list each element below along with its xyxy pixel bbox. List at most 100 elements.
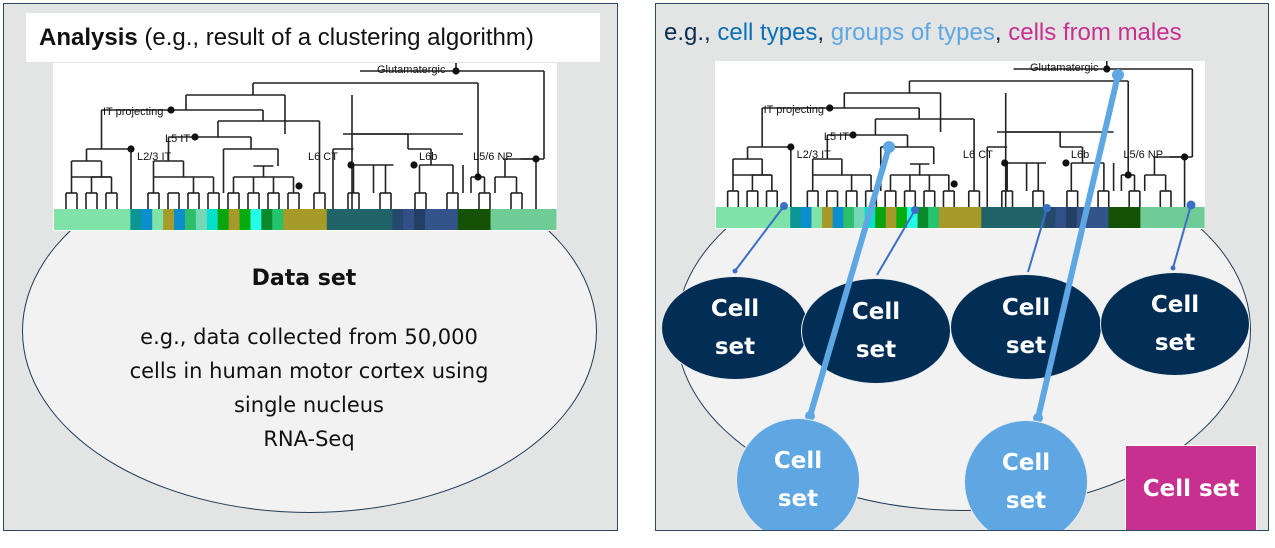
analysis-title-bold: Analysis [39, 24, 138, 51]
cluster-color-cell [184, 209, 197, 230]
cell-sets-panel: e.g., cell types, groups of types, cells… [655, 3, 1269, 531]
cell-set-cell-type[interactable]: Cell set [801, 278, 951, 384]
cluster-color-cell [272, 209, 284, 230]
cluster-color-cell [425, 209, 437, 230]
cluster-color-cell [1129, 207, 1141, 228]
cluster-color-cell [938, 207, 950, 228]
cell-set-label: Cell set [1001, 295, 1051, 359]
cluster-color-cell [490, 209, 503, 230]
cell-set-cell-type[interactable]: Cell set [950, 274, 1102, 380]
cluster-color-cell [896, 207, 908, 228]
cluster-color-cell [928, 207, 940, 228]
cluster-color-cell [97, 209, 110, 230]
cluster-color-cell [75, 209, 88, 230]
cluster-color-cell [501, 209, 513, 230]
cluster-color-cell [843, 207, 855, 228]
cell-set-label: Cell set [851, 299, 901, 363]
cluster-color-cell [970, 207, 982, 228]
cluster-color-cell [54, 209, 66, 230]
cluster-color-cell [141, 209, 153, 230]
cluster-color-cell [1066, 207, 1078, 228]
dendrogram-label-it-projecting: IT projecting [764, 104, 824, 116]
cluster-color-cell [315, 209, 328, 230]
cluster-color-cell [715, 207, 728, 228]
cell-set-cell-type[interactable]: Cell set [1100, 272, 1250, 376]
dendrogram-node [1124, 171, 1132, 179]
cluster-color-cell [885, 207, 897, 228]
dendrogram-node [1062, 159, 1070, 167]
cell-set-label: Cell set [710, 296, 760, 360]
title-cells-from-males: cells from males [1008, 19, 1182, 46]
cluster-color-cell [1140, 207, 1152, 228]
cluster-color-cell [981, 207, 993, 228]
dendrogram-node [787, 143, 795, 151]
cluster-color-cell [1034, 207, 1046, 228]
cluster-color-cell [832, 207, 844, 228]
dataset-line: e.g., data collected from 50,000 [140, 325, 478, 349]
dataset-line: single nucleus [233, 393, 384, 417]
cluster-color-cell [960, 207, 972, 228]
cluster-color-cell [250, 209, 262, 230]
cluster-color-cell [392, 209, 404, 230]
dendrogram-label-l6-ct: L6 CT [308, 151, 338, 163]
cluster-color-cell [370, 209, 382, 230]
cluster-color-cell [337, 209, 350, 230]
dendrogram-label-l5-it: L5 IT [165, 133, 190, 145]
cluster-color-cell [1013, 207, 1025, 228]
cluster-color-cell [381, 209, 393, 230]
cell-set-males[interactable]: Cell set [1125, 445, 1257, 530]
dendrogram-label-root: Glutamatergic [1030, 62, 1099, 74]
dendrogram-label-it-projecting: IT projecting [103, 106, 163, 118]
cluster-color-cell [108, 209, 121, 230]
dendrogram-node [826, 104, 834, 112]
dendrogram-node [452, 67, 460, 75]
cluster-color-cell [119, 209, 131, 230]
cell-set-group-of-types[interactable]: Cell set [736, 418, 860, 530]
cluster-color-cell [261, 209, 273, 230]
cluster-color-cell [64, 209, 77, 230]
dendrogram-label-l23-it: L2/3 IT [797, 149, 832, 161]
cluster-color-cell [906, 207, 919, 228]
cluster-color-cell [534, 209, 546, 230]
cluster-color-cell [239, 209, 252, 230]
cluster-color-cell [737, 207, 749, 228]
cluster-color-cell [163, 209, 175, 230]
cluster-color-cell [1161, 207, 1173, 228]
dendrogram-node [1103, 65, 1111, 73]
cluster-color-cell [991, 207, 1004, 228]
dendrogram-node [410, 161, 418, 169]
title-groups-of-types: groups of types [830, 19, 995, 46]
cluster-color-cell [864, 207, 876, 228]
dendrogram-label-l23-it: L2/3 IT [137, 151, 172, 163]
cluster-color-cell [769, 207, 781, 228]
cluster-color-cell [917, 207, 929, 228]
cell-set-cell-type[interactable]: Cell set [661, 276, 809, 380]
dendrogram-node [474, 173, 482, 181]
analysis-title: Analysis (e.g., result of a clustering a… [26, 13, 600, 62]
cell-set-label: Cell set [1001, 450, 1051, 514]
cluster-color-cell [283, 209, 295, 230]
title-cell-types: cell types [717, 19, 818, 46]
cluster-color-cell [86, 209, 99, 230]
cluster-color-cell [779, 207, 791, 228]
cluster-color-cell [403, 209, 415, 230]
cell-set-group-of-types[interactable]: Cell set [964, 420, 1088, 530]
title-part: , [994, 19, 1009, 46]
dataset-heading: Data set [251, 266, 357, 291]
dendrogram-node [849, 131, 857, 139]
cluster-color-cell [1044, 207, 1057, 228]
cluster-color-cell [348, 209, 361, 230]
cluster-color-cell [1182, 207, 1195, 228]
cluster-color-cell [726, 207, 738, 228]
dendrogram-node [191, 133, 199, 141]
cluster-color-cell [545, 209, 557, 230]
dendrogram-label-l6-ct: L6 CT [963, 149, 993, 161]
cluster-color-cell [359, 209, 372, 230]
cluster-color-cell [747, 207, 760, 228]
cluster-color-cell [758, 207, 770, 228]
cluster-color-cell [305, 209, 317, 230]
dendrogram-node [347, 161, 355, 169]
